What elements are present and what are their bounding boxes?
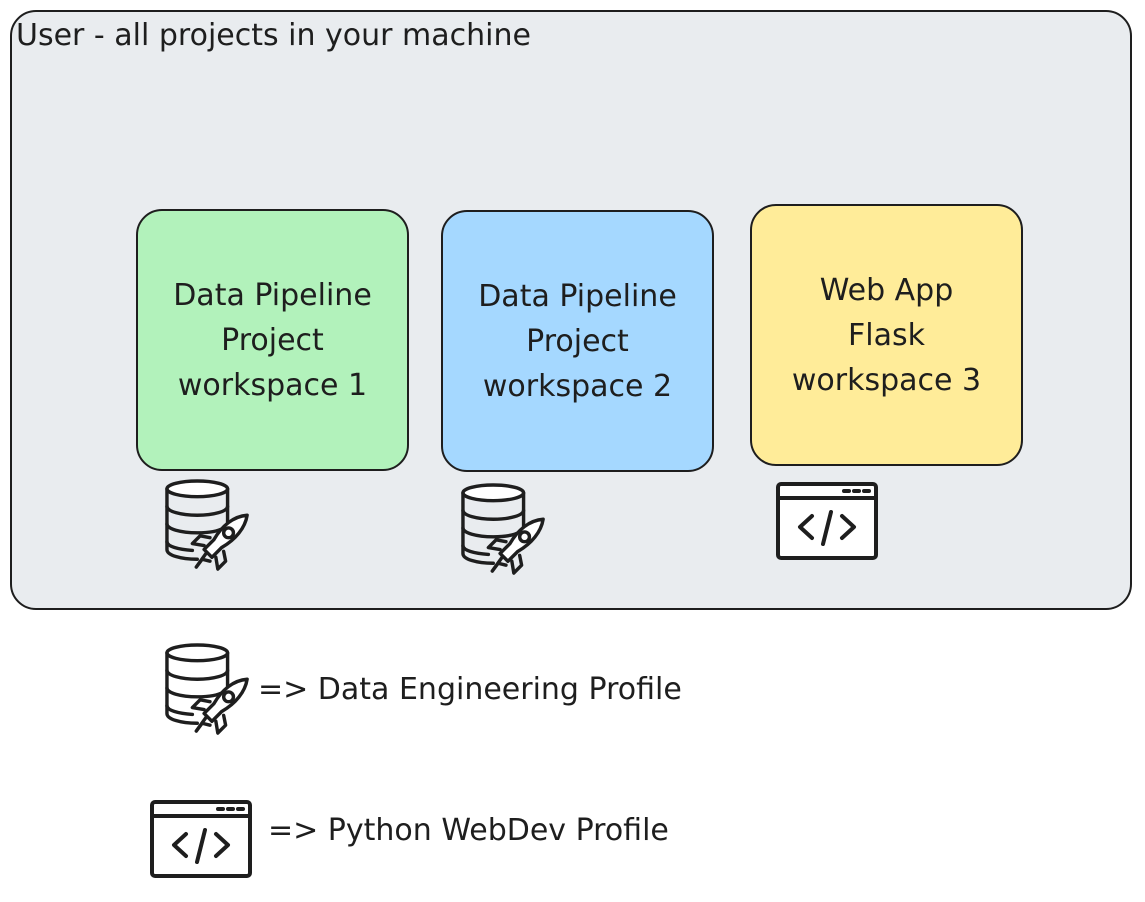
legend-data-engineering: => Data Engineering Profile: [258, 672, 682, 707]
database-rocket-icon: [165, 478, 253, 573]
browser-code-icon: [776, 482, 878, 560]
legend-python-webdev: => Python WebDev Profile: [268, 813, 669, 848]
workspace-card-2[interactable]: Data Pipeline Project workspace 2: [441, 210, 714, 472]
workspace-line: Flask: [848, 317, 925, 353]
workspace-line: Project: [526, 323, 629, 359]
workspace-line: workspace 1: [177, 367, 368, 403]
workspace-card-1[interactable]: Data Pipeline Project workspace 1: [136, 209, 409, 471]
workspace-line: Web App: [819, 272, 954, 308]
workspace-line: workspace 3: [791, 362, 982, 398]
workspace-line: workspace 2: [482, 368, 673, 404]
workspace-line: Project: [221, 322, 324, 358]
database-rocket-icon: [165, 642, 253, 737]
workspace-line: Data Pipeline: [478, 278, 677, 314]
workspace-line: Data Pipeline: [173, 277, 372, 313]
workspace-card-3[interactable]: Web App Flask workspace 3: [750, 204, 1023, 466]
database-rocket-icon: [461, 482, 549, 577]
browser-code-icon: [150, 800, 252, 878]
container-title: User - all projects in your machine: [16, 18, 531, 53]
